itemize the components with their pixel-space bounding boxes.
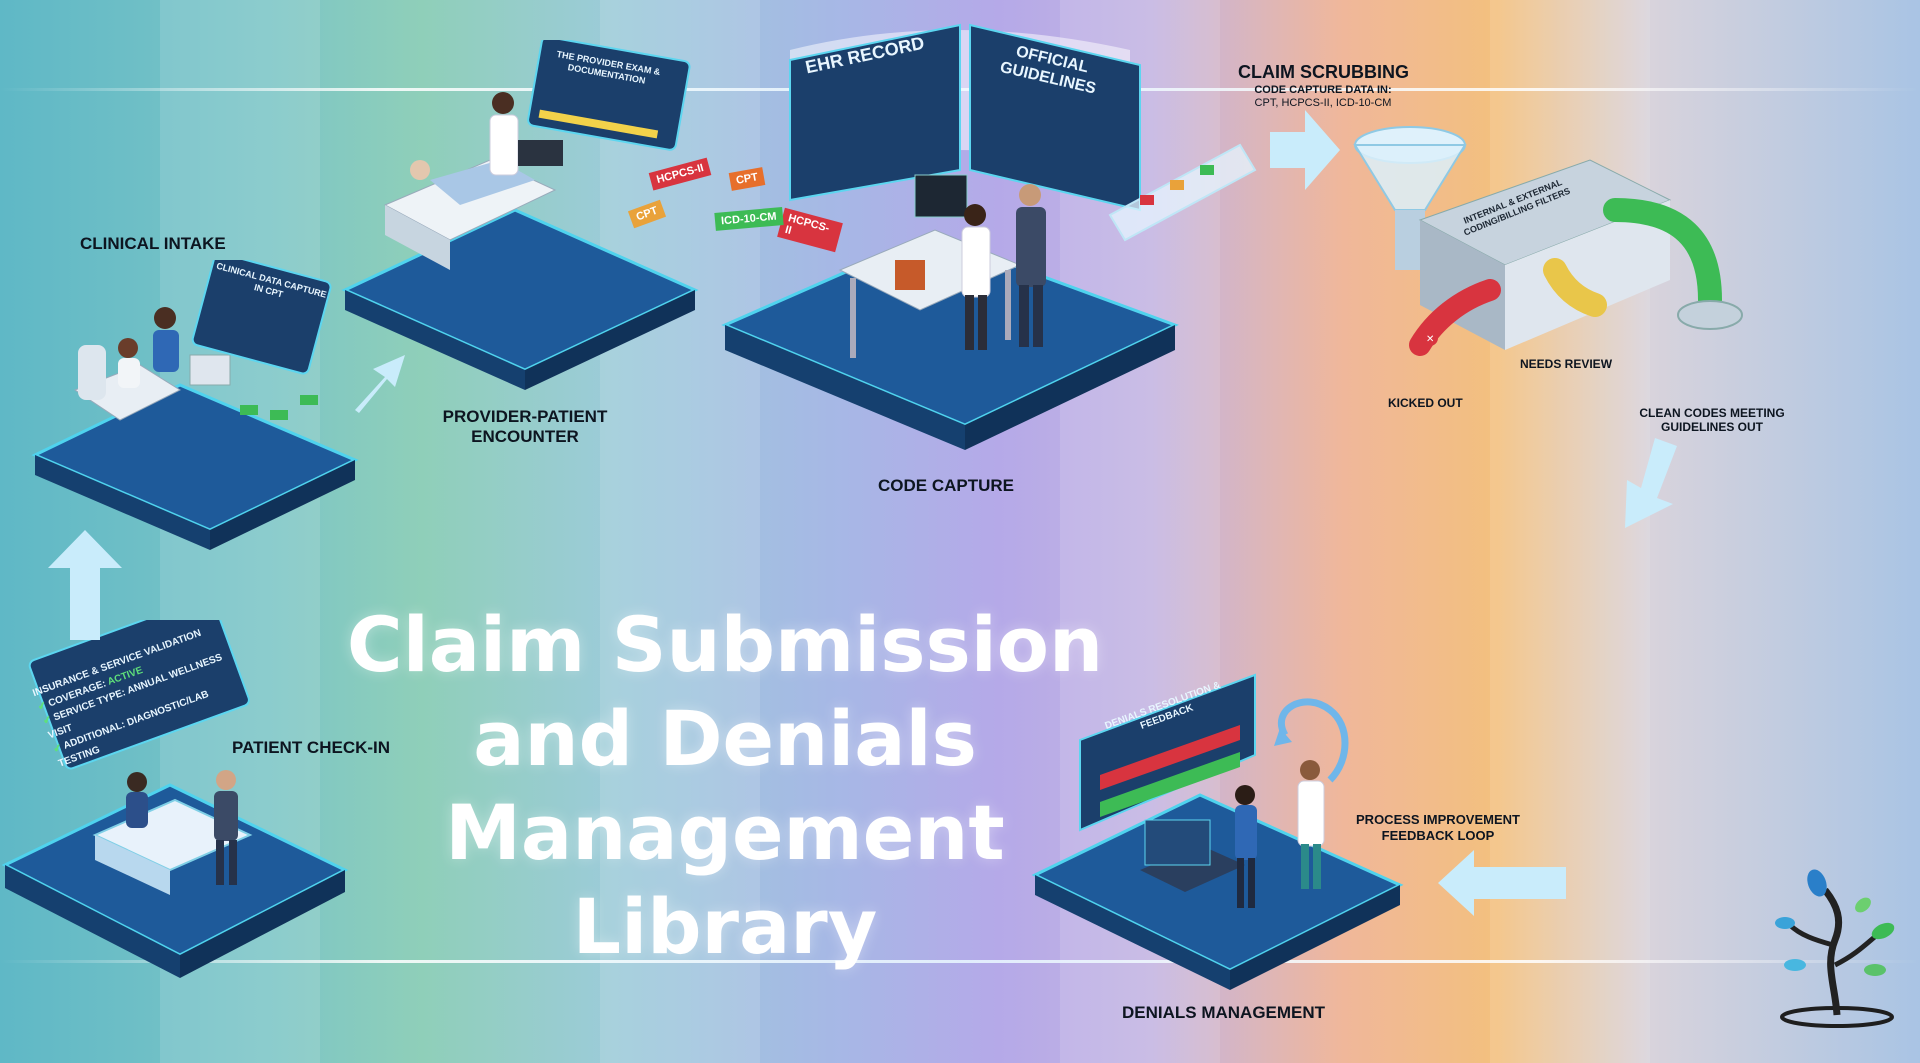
code-tag: HCPCS-II — [648, 157, 712, 191]
page-title-line2: and Denials — [473, 694, 977, 783]
denials-management-label: DENIALS MANAGEMENT — [1122, 1003, 1326, 1022]
code-capture-data-in-text: CODE CAPTURE DATA IN: — [1254, 84, 1392, 96]
arrow-right-icon — [1270, 110, 1340, 190]
kicked-out-label: KICKED OUT — [1388, 396, 1463, 410]
patient-check-in-scene — [1, 620, 349, 978]
page-title-line1: Claim Submission — [346, 600, 1104, 689]
conveyor-tube — [1108, 143, 1257, 242]
svg-text:✕: ✕ — [1426, 334, 1434, 345]
page-title-line3: Management — [445, 788, 1005, 877]
light-streak — [0, 960, 1920, 963]
claim-scrubbing-label: CLAIM SCRUBBING — [1238, 62, 1409, 82]
tree-logo — [1775, 869, 1895, 1028]
clinical-intake-scene — [31, 260, 359, 550]
up-arrow-icon — [48, 530, 122, 640]
code-sets-text: CPT, HCPCS-II, ICD-10-CM — [1254, 97, 1392, 110]
needs-review-label: NEEDS REVIEW — [1520, 357, 1613, 371]
provider-patient-line2: ENCOUNTER — [471, 427, 579, 447]
arrow-down-left-icon — [1625, 438, 1677, 528]
provider-patient-line1: PROVIDER-PATIENT — [442, 407, 608, 426]
process-improvement-line1: PROCESS IMPROVEMENT — [1356, 812, 1520, 827]
arrow-right-up-icon — [355, 355, 405, 413]
process-improvement-line2: FEEDBACK LOOP — [1381, 827, 1495, 843]
code-capture-label: CODE CAPTURE — [878, 476, 1015, 495]
clean-codes-line1: CLEAN CODES MEETING — [1639, 406, 1785, 420]
clean-codes-line2: GUIDELINES OUT — [1660, 420, 1763, 435]
page-title-line4: Library — [572, 882, 878, 971]
patient-check-in-label: PATIENT CHECK-IN — [232, 738, 391, 757]
provider-patient-label: PROVIDER-PATIENT ENCOUNTER — [420, 407, 630, 448]
process-improvement-label: PROCESS IMPROVEMENT FEEDBACK LOOP — [1328, 812, 1548, 843]
arrow-left-icon — [1438, 850, 1566, 916]
clinical-intake-label: CLINICAL INTAKE — [80, 234, 226, 253]
clean-codes-label: CLEAN CODES MEETING GUIDELINES OUT — [1632, 406, 1792, 435]
page-title: Claim Submission and Denials Management … — [330, 598, 1120, 974]
claim-scrubbing-scene: ✕ — [1353, 126, 1743, 356]
code-tag: CPT — [627, 199, 667, 229]
code-capture-data-in-label: CODE CAPTURE DATA IN: CPT, HCPCS-II, ICD… — [1238, 84, 1408, 110]
code-capture-scene — [721, 23, 1179, 450]
provider-encounter-scene — [341, 40, 699, 390]
denials-management-scene — [1031, 673, 1404, 990]
